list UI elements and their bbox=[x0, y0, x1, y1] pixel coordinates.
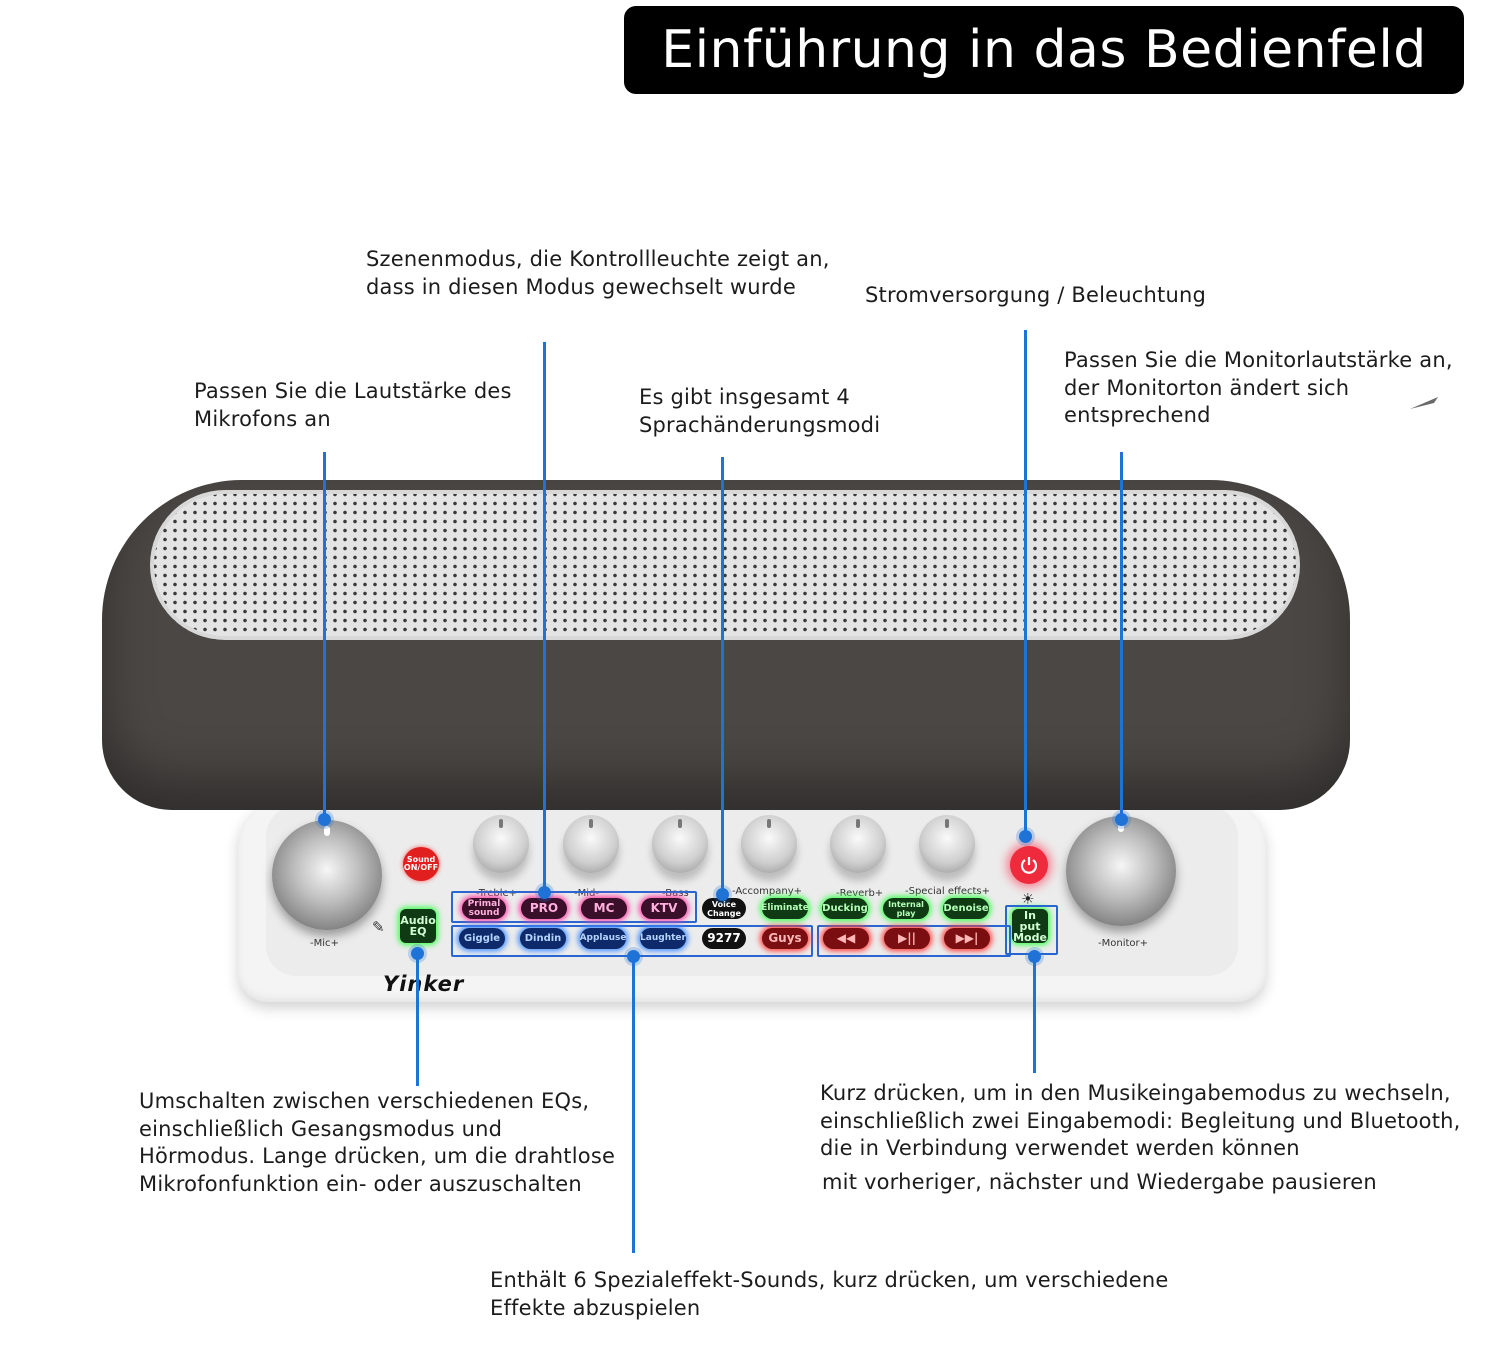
knob-label-treble: -Treble+ bbox=[476, 888, 518, 899]
mid-knob[interactable] bbox=[563, 815, 619, 873]
scene-mc-button[interactable]: MC bbox=[581, 898, 627, 919]
annotation-scene-mode: Szenenmodus, die Kontrollleuchte zeigt a… bbox=[366, 247, 830, 299]
leader-power bbox=[1024, 330, 1027, 836]
next-button[interactable]: ▶▶| bbox=[944, 928, 990, 949]
annotation-input-mode: Kurz drücken, um in den Musikeingabemodu… bbox=[820, 1081, 1461, 1160]
leader-monitor-dot bbox=[1115, 813, 1128, 826]
knob-label-mid: -Mid- bbox=[574, 888, 599, 899]
effect-dindin-button[interactable]: Dindin bbox=[520, 928, 566, 949]
leader-mic bbox=[323, 452, 326, 818]
bass-knob[interactable] bbox=[652, 815, 708, 873]
leader-voice-change bbox=[721, 457, 724, 894]
voice-change-button[interactable]: Voice Change bbox=[702, 898, 746, 919]
knob-label-bass: -Bass bbox=[662, 888, 689, 899]
annotation-input-mode-extra: mit vorheriger, nächster und Wiedergabe … bbox=[822, 1170, 1377, 1194]
effect-giggle-button[interactable]: Giggle bbox=[459, 928, 505, 949]
input-mode-label: In put Mode bbox=[1013, 908, 1047, 944]
effect-applause-button[interactable]: Applause bbox=[580, 928, 626, 949]
denoise-button[interactable]: Denoise bbox=[943, 898, 989, 919]
mic-volume-knob[interactable] bbox=[272, 820, 382, 930]
brand-logo: Yinker bbox=[383, 972, 465, 996]
scene-pro-button[interactable]: PRO bbox=[521, 898, 567, 919]
leader-mic-dot bbox=[318, 813, 331, 826]
leader-input-mode-dot bbox=[1028, 950, 1041, 963]
light-icon: ☀ bbox=[1021, 890, 1035, 908]
play-pause-button[interactable]: ▶|| bbox=[884, 928, 930, 949]
input-mode-button[interactable]: In put Mode bbox=[1012, 909, 1048, 943]
annotation-monitor-volume: Passen Sie die Monitorlautstärke an, der… bbox=[1064, 348, 1453, 427]
input-mode-frame bbox=[1005, 905, 1058, 955]
leader-scene-dot bbox=[538, 886, 551, 899]
knob-label-reverb: -Reverb+ bbox=[836, 888, 884, 899]
power-button[interactable] bbox=[1010, 846, 1048, 884]
accompany-knob[interactable] bbox=[741, 815, 797, 873]
speaker-grille bbox=[150, 490, 1300, 640]
leader-input-mode bbox=[1033, 955, 1036, 1073]
power-icon bbox=[1020, 857, 1038, 874]
page-title: Einführung in das Bedienfeld bbox=[624, 6, 1464, 94]
sound-onoff-label: Sound ON/OFF bbox=[403, 855, 439, 872]
mic-icon: ✎ bbox=[372, 918, 385, 936]
audio-eq-button[interactable]: Audio EQ bbox=[400, 909, 436, 943]
annotation-audio-eq: Umschalten zwischen verschiedenen EQs, e… bbox=[139, 1089, 616, 1196]
annotation-mic-volume: Passen Sie die Lautstärke des Mikrofons … bbox=[194, 379, 512, 431]
pen-mark-icon bbox=[1410, 397, 1438, 409]
leader-effects bbox=[632, 955, 635, 1253]
scene-ktv-button[interactable]: KTV bbox=[641, 898, 687, 919]
previous-button[interactable]: ◀◀ bbox=[823, 928, 869, 949]
monitor-label: -Monitor+ bbox=[1098, 938, 1148, 949]
transport-frame bbox=[817, 925, 1011, 957]
leader-power-dot bbox=[1019, 830, 1032, 843]
annotation-voice-change: Es gibt insgesamt 4 Sprachänderungsmodi bbox=[639, 385, 881, 437]
leader-voice-dot bbox=[716, 888, 729, 901]
scene-primal-sound-button[interactable]: Primal sound bbox=[462, 898, 506, 919]
ducking-button[interactable]: Ducking bbox=[822, 898, 868, 919]
effect-guys-button[interactable]: Guys bbox=[762, 928, 808, 949]
monitor-volume-knob[interactable] bbox=[1066, 816, 1176, 926]
knob-label-accompany: -Accompany+ bbox=[732, 886, 803, 897]
treble-knob[interactable] bbox=[473, 815, 529, 873]
effect-laughter-button[interactable]: Laughter bbox=[640, 928, 686, 949]
leader-audio-eq-dot bbox=[411, 947, 424, 960]
leader-effects-dot bbox=[627, 950, 640, 963]
eliminate-button[interactable]: Eliminate bbox=[761, 898, 809, 919]
leader-scene-mode bbox=[543, 342, 546, 892]
annotation-special-effects: Enthält 6 Spezialeffekt-Sounds, kurz drü… bbox=[490, 1268, 1169, 1320]
leader-audio-eq bbox=[416, 952, 419, 1086]
reverb-knob[interactable] bbox=[830, 815, 886, 873]
code-9277-button[interactable]: 9277 bbox=[702, 928, 746, 949]
special-effects-knob[interactable] bbox=[919, 815, 975, 873]
annotation-power: Stromversorgung / Beleuchtung bbox=[865, 283, 1207, 307]
internal-play-button[interactable]: Internal play bbox=[883, 898, 929, 919]
knob-label-special-effects: -Special effects+ bbox=[905, 886, 991, 897]
mic-label: -Mic+ bbox=[310, 938, 339, 949]
audio-eq-label: Audio EQ bbox=[400, 914, 436, 938]
leader-monitor bbox=[1120, 452, 1123, 818]
sound-onoff-button[interactable]: Sound ON/OFF bbox=[403, 847, 439, 881]
scene-mode-frame bbox=[451, 891, 697, 923]
